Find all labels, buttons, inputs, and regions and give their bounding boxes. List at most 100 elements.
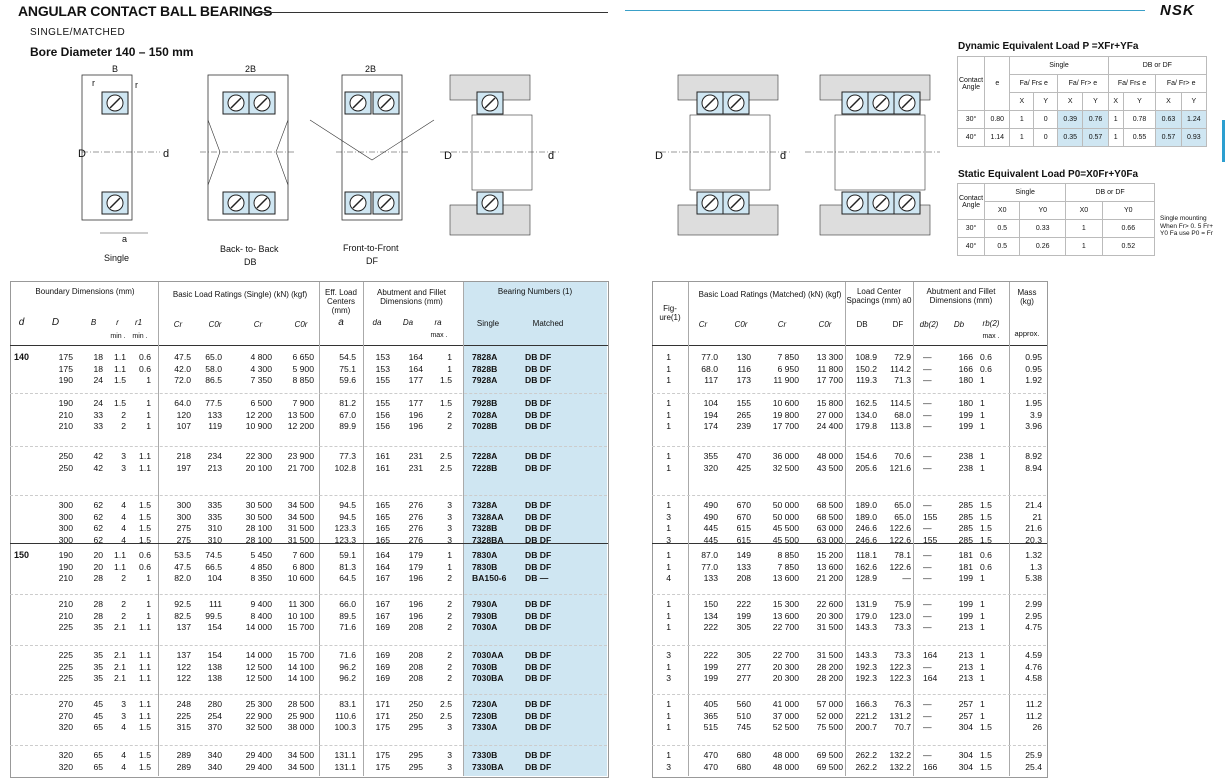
- cell: 1.14: [984, 128, 1011, 147]
- table-cell: 25.9: [1025, 750, 1042, 760]
- table-cell: 1.1: [139, 699, 151, 709]
- table-cell: 250: [408, 699, 423, 709]
- table-cell: —: [923, 523, 932, 533]
- table-cell: 275: [176, 534, 191, 545]
- cell: 0.33: [1019, 219, 1067, 238]
- table-cell: 6 800: [292, 561, 314, 572]
- table-cell: 131.1: [334, 761, 356, 772]
- cell: 0: [1033, 128, 1059, 147]
- table-cell: 155: [375, 375, 390, 385]
- table-cell: 1.5: [980, 534, 992, 545]
- table-cell: 199: [958, 409, 973, 420]
- table-cell: 295: [408, 750, 423, 760]
- table-cell: 25 300: [245, 699, 272, 709]
- diagram-single: [81, 74, 160, 234]
- table-cell: 1.1: [139, 650, 151, 660]
- table-cell: 94.5: [339, 511, 356, 522]
- table-cell: 210: [58, 409, 73, 420]
- table-cell: 560: [736, 699, 751, 709]
- table-cell: 24 400: [816, 421, 843, 431]
- table-cell: 1: [146, 573, 151, 583]
- table-cell: 26: [1032, 722, 1042, 732]
- table-cell: 123.3: [334, 534, 356, 545]
- table-cell: 8 850: [777, 550, 799, 560]
- table-cell: 122.3: [889, 661, 911, 672]
- table-cell: 7028A: [472, 409, 498, 420]
- table-cell: 25 900: [287, 710, 314, 721]
- row-separator: [652, 594, 1046, 595]
- hdr-C0r: C0r: [208, 320, 222, 329]
- table-cell: 285: [958, 500, 973, 510]
- table-cell: 276: [408, 511, 423, 522]
- row-separator: [652, 446, 1046, 447]
- dim-label-da: d: [548, 150, 555, 162]
- table-cell: 365: [703, 710, 718, 721]
- table-cell: 7830B: [472, 561, 498, 572]
- table-cell: —: [923, 500, 932, 510]
- table-cell: 15 300: [772, 599, 799, 609]
- table-cell: 196: [408, 573, 423, 583]
- hdr-r1: r1: [134, 318, 143, 327]
- table-cell: 196: [408, 599, 423, 609]
- table-cell: 2.99: [1025, 599, 1042, 609]
- table-cell: 65.0: [894, 500, 911, 510]
- table-cell: 8 850: [292, 375, 314, 385]
- table-cell: 73.3: [894, 650, 911, 660]
- table-cell: 285: [958, 511, 973, 522]
- dim-label-2B-db: 2B: [245, 64, 257, 74]
- table-cell: 42: [93, 462, 103, 473]
- table-cell: 34 500: [287, 500, 314, 510]
- row-separator: [652, 745, 1046, 746]
- table-cell: 22 900: [245, 710, 272, 721]
- dyn-X: X: [1057, 92, 1084, 111]
- table-cell: 1: [980, 451, 985, 461]
- table-cell: —: [923, 421, 932, 431]
- dim-label-r: r: [92, 78, 95, 88]
- table-cell: 7328B: [472, 523, 498, 533]
- table-cell: 221.2: [855, 710, 877, 721]
- table-cell: 1.1: [114, 352, 126, 362]
- table-cell: 7328AA: [472, 511, 504, 522]
- table-cell: 21: [1032, 511, 1042, 522]
- table-cell: 67.0: [339, 409, 356, 420]
- table-cell: 285: [958, 523, 973, 533]
- table-cell: 181: [958, 561, 973, 572]
- table-cell: 192.3: [855, 661, 877, 672]
- left-divider: [319, 282, 320, 776]
- table-cell: 1: [980, 462, 985, 473]
- cell: 0.63: [1155, 110, 1182, 129]
- table-cell: 225: [58, 661, 73, 672]
- table-cell: 71.3: [894, 375, 911, 385]
- table-cell: 121.6: [889, 462, 911, 473]
- table-cell: 1: [980, 673, 985, 683]
- table-cell: 7328BA: [472, 534, 504, 545]
- table-cell: 1.1: [139, 673, 151, 683]
- hdr-rb: rb(2): [982, 319, 1000, 328]
- table-cell: 131.1: [334, 750, 356, 760]
- table-cell: 76.3: [894, 699, 911, 709]
- table-cell: 45: [93, 699, 103, 709]
- table-cell: 4 300: [250, 363, 272, 374]
- table-cell: 250: [58, 451, 73, 461]
- table-cell: 18: [93, 363, 103, 374]
- table-cell: 1: [666, 500, 671, 510]
- table-cell: 1: [980, 573, 985, 583]
- cell: 0.78: [1122, 110, 1157, 129]
- table-cell: 7330A: [472, 722, 498, 732]
- table-cell: 1: [666, 561, 671, 572]
- table-cell: BA150-6: [472, 573, 507, 583]
- table-cell: 175: [58, 352, 73, 362]
- table-cell: 289: [176, 750, 191, 760]
- table-cell: 164: [408, 363, 423, 374]
- table-cell: 4 800: [250, 352, 272, 362]
- table-cell: 89.9: [339, 421, 356, 431]
- table-cell: 179: [408, 550, 423, 560]
- table-cell: 169: [375, 622, 390, 632]
- dyn-Y: Y: [1180, 92, 1208, 111]
- table-cell: 104: [207, 573, 222, 583]
- table-cell: 7230A: [472, 699, 498, 709]
- table-cell: 107: [176, 421, 191, 431]
- table-cell: 340: [207, 761, 222, 772]
- table-cell: 275: [176, 523, 191, 533]
- table-cell: DB DF: [525, 462, 552, 473]
